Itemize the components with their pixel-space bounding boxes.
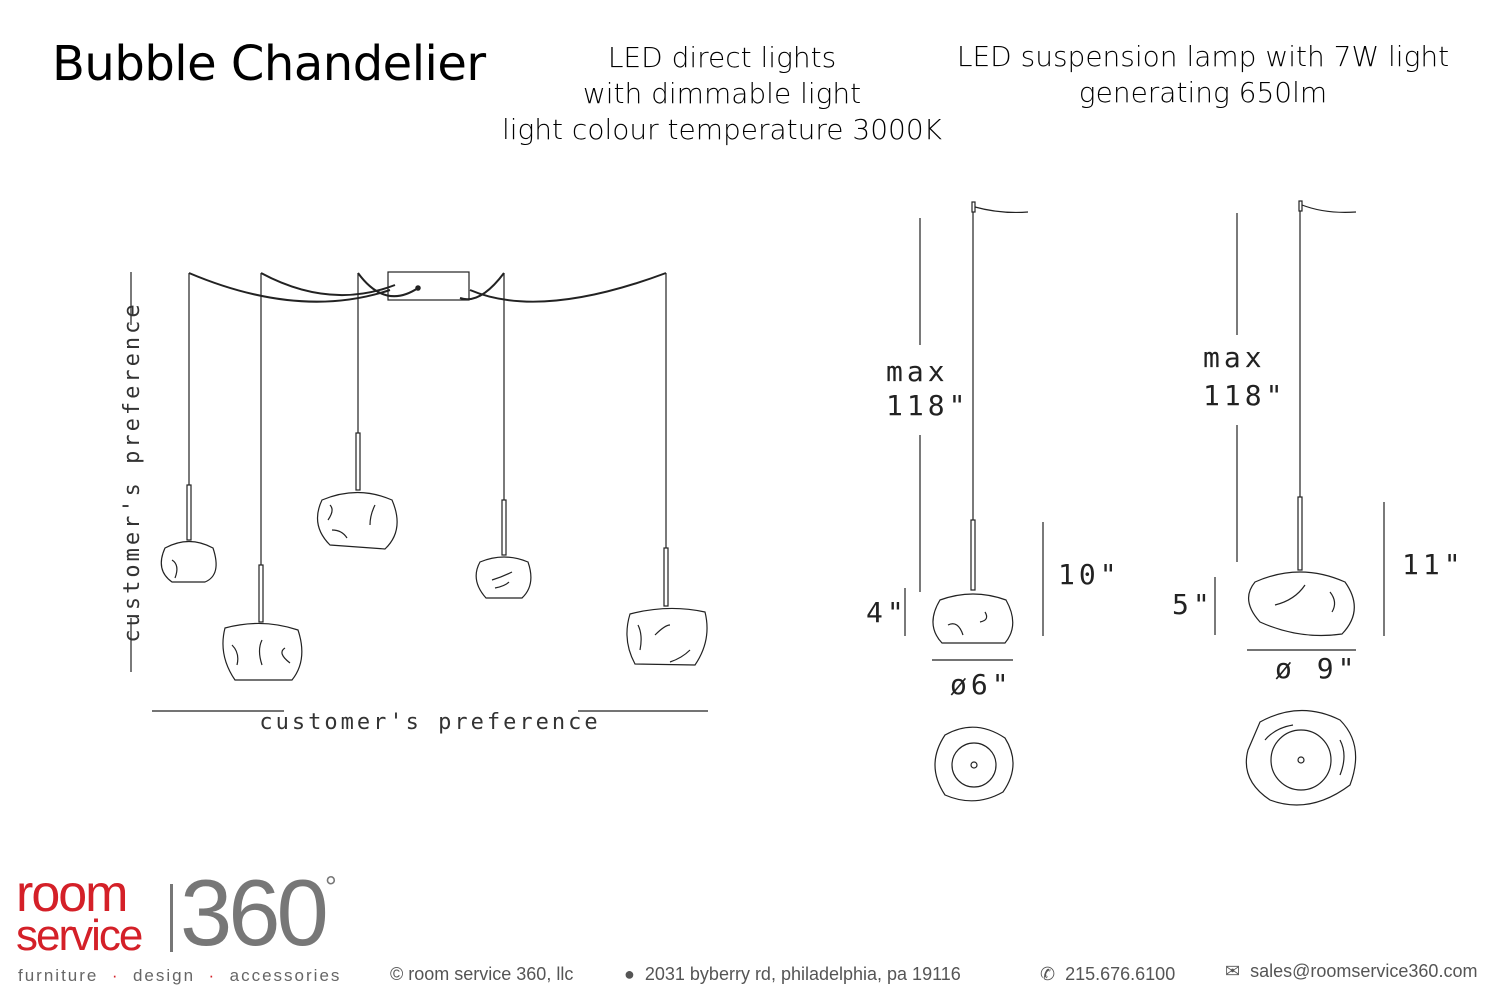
large-lamp-total-height: 11" [1402,548,1465,581]
feature-line: LED suspension lamp with 7W light [956,40,1450,73]
logo-number: 360 [180,860,329,965]
map-pin-icon: ● [624,964,635,984]
small-lamp-max-label: max [886,355,949,388]
large-lamp-drawing [1214,200,1385,806]
small-lamp-diameter: ø6" [950,668,1013,701]
feature-line: light colour temperature 3000K [501,113,943,146]
address: ● 2031 byberry rd, philadelphia, pa 19116 [624,964,961,985]
large-lamp-max-height: 118" [1203,379,1286,412]
tagline-item: accessories [229,966,342,985]
envelope-icon: ✉ [1225,961,1241,981]
tagline-item: furniture [18,966,99,985]
chandelier-drawing [160,271,708,681]
large-lamp-max-label: max [1203,341,1266,374]
feature-line: generating 650lm [1078,76,1328,109]
small-lamp-shade-height: 4" [866,596,908,629]
logo-degree: ° [324,871,337,904]
phone[interactable]: ✆ 215.676.6100 [1040,964,1175,985]
logo-divider [170,884,173,952]
copyright: © room service 360, llc [390,964,574,984]
logo-service: service [16,911,143,960]
tagline: furniture · design · accessories [18,966,342,985]
chandelier-width-label: customer's preference [259,710,600,735]
canopy [387,271,470,301]
feature-line: with dimmable light [582,77,862,110]
feature-block-lamp: LED suspension lamp with 7W light genera… [950,39,1456,111]
email-text: sales@roomservice360.com [1250,961,1478,981]
email[interactable]: ✉ sales@roomservice360.com [1225,961,1477,982]
feature-line: LED direct lights [607,41,837,74]
phone-text: 215.676.6100 [1065,964,1176,984]
large-lamp-diameter: ø 9" [1275,652,1358,685]
phone-icon: ✆ [1040,964,1056,984]
page-title: Bubble Chandelier [52,36,486,92]
chandelier-height-label: customer's preference [120,301,145,642]
tagline-item: design [132,966,196,985]
logo-360: 360° [180,866,337,960]
small-lamp-drawing [904,201,1044,802]
large-lamp-shade-height: 5" [1172,588,1214,621]
small-lamp-max-height: 118" [886,389,969,422]
address-text: 2031 byberry rd, philadelphia, pa 19116 [644,964,961,984]
logo-room: room [16,865,128,923]
dimension-lines-chandelier [130,272,708,712]
small-lamp-total-height: 10" [1058,558,1121,591]
feature-block-lights: LED direct lights with dimmable light li… [500,40,944,148]
